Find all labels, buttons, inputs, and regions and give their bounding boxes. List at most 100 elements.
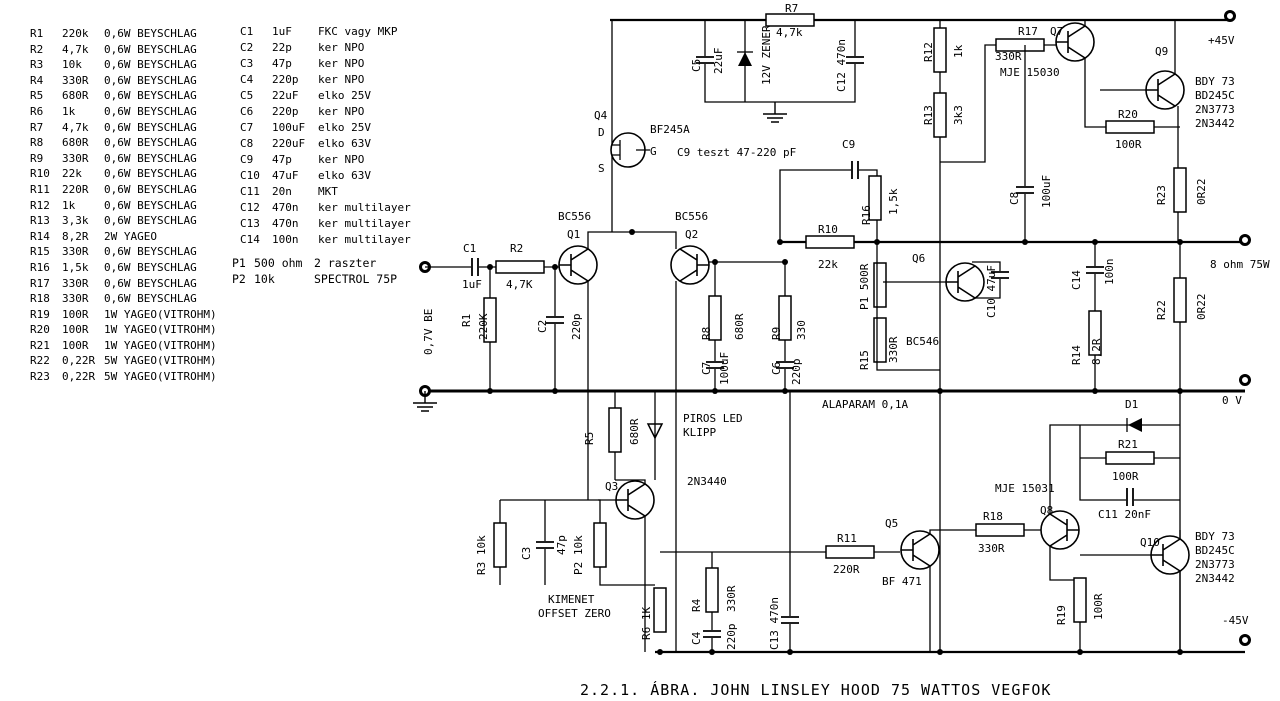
c4-gap: [702, 630, 722, 638]
junction-dot: [782, 259, 788, 265]
part-spec: elko 25V: [318, 121, 371, 134]
label-q4t: BF245A: [650, 123, 690, 136]
part-spec: 0,6W BEYSCHLAG: [104, 151, 197, 165]
part-ref: R1: [30, 27, 44, 40]
part-value: 100uF: [272, 121, 306, 134]
part-value: 1k: [62, 198, 76, 212]
c13-capacitor: [781, 616, 799, 624]
junction-dot: [777, 239, 783, 245]
part-spec: 0,6W BEYSCHLAG: [104, 292, 197, 306]
junction-dot: [1022, 239, 1028, 245]
label-r13: R13: [922, 105, 935, 125]
part-spec: 0,6W BEYSCHLAG: [104, 42, 197, 56]
label-input: 0,7V BE: [422, 309, 435, 355]
label-offset: OFFSET ZERO: [538, 607, 611, 620]
label-r21v: 100R: [1112, 470, 1139, 483]
part-value: 220k: [62, 27, 89, 40]
part-value: 470n: [272, 201, 299, 214]
part-value: 1k: [62, 104, 76, 118]
part-value: 3,3k: [62, 214, 89, 228]
r18-resistor: [975, 523, 1025, 537]
label-r2: R2: [510, 242, 523, 255]
r22-resistor: [1173, 277, 1187, 323]
junction-dot: [712, 388, 718, 394]
part-ref: R9: [30, 151, 44, 165]
label-c7v: 100uF: [718, 352, 731, 385]
part-value: 10k: [254, 272, 275, 286]
label-q4-g: G: [650, 145, 657, 158]
part-value: 100R: [62, 338, 89, 352]
part-ref: R6: [30, 104, 44, 118]
part-value: 47uF: [272, 169, 299, 182]
part-spec: ker NPO: [318, 73, 365, 86]
label-c14: C14: [1070, 270, 1083, 290]
label-ground: 0 V: [1222, 394, 1242, 407]
wire: [1151, 538, 1181, 572]
wire: [616, 483, 646, 517]
junction-dot: [487, 264, 493, 270]
part-ref: R20: [30, 323, 50, 337]
part-ref: R19: [30, 307, 50, 321]
led: [646, 423, 664, 440]
label-c1: C1: [463, 242, 476, 255]
part-spec: 5W YAGEO(VITROHM): [104, 370, 217, 384]
c11-capacitor: [1126, 488, 1134, 506]
r11-resistor: [825, 545, 875, 559]
part-value: 330R: [62, 73, 89, 87]
label-c9-note: C9 teszt 47-220 pF: [677, 146, 796, 159]
label-r8v: 680R: [733, 313, 746, 340]
label-c6v: 220p: [790, 359, 803, 386]
part-value: 100n: [272, 233, 299, 246]
r5-resistor: [608, 407, 622, 453]
label-q4-d: D: [598, 126, 605, 139]
part-ref: R14: [30, 229, 50, 243]
c8-capacitor: [1016, 186, 1034, 194]
label-c3v: 47p: [555, 535, 568, 555]
c1-gap: [471, 257, 479, 277]
part-spec: 2W YAGEO: [104, 229, 157, 243]
c14-gap: [1085, 266, 1105, 274]
c5-capacitor: [696, 56, 714, 64]
part-spec: ker multilayer: [318, 217, 411, 230]
label-c12: C12 470n: [835, 39, 848, 92]
junction-dot: [1177, 239, 1183, 245]
part-spec: SPECTROL 75P: [314, 272, 398, 286]
junction-dot: [937, 388, 943, 394]
part-spec: 1W YAGEO(VITROHM): [104, 307, 217, 321]
label-r15v: 330R: [887, 336, 900, 363]
wire: [901, 533, 931, 567]
label-r14v: 8,2R: [1090, 338, 1103, 365]
part-value: 22k: [62, 167, 82, 181]
part-value: 100R: [62, 307, 89, 321]
part-value: 1uF: [272, 25, 292, 38]
part-spec: 1W YAGEO(VITROHM): [104, 338, 217, 352]
r3-resistor: [493, 522, 507, 568]
label-c3: C3: [520, 547, 533, 560]
part-spec: ker NPO: [318, 153, 365, 166]
c9-gap: [851, 160, 859, 180]
part-ref: R3: [30, 58, 44, 72]
c10-capacitor: [991, 271, 1009, 279]
part-spec: 2 raszter: [314, 256, 377, 270]
label-c8v: 100uF: [1040, 175, 1053, 208]
wire: [763, 102, 787, 123]
label-led: PIROS LED: [683, 412, 743, 425]
label-r16: R16: [860, 205, 873, 225]
label-q3: Q3: [605, 480, 618, 493]
r23-resistor: [1173, 167, 1187, 213]
label-r18v: 330R: [978, 542, 1005, 555]
part-ref: C11: [240, 185, 260, 198]
label-q9-type: BD245C: [1195, 89, 1235, 102]
part-value: 220p: [272, 73, 299, 86]
r10-resistor: [805, 235, 855, 249]
part-ref: R12: [30, 198, 50, 212]
label-q5: Q5: [885, 517, 898, 530]
